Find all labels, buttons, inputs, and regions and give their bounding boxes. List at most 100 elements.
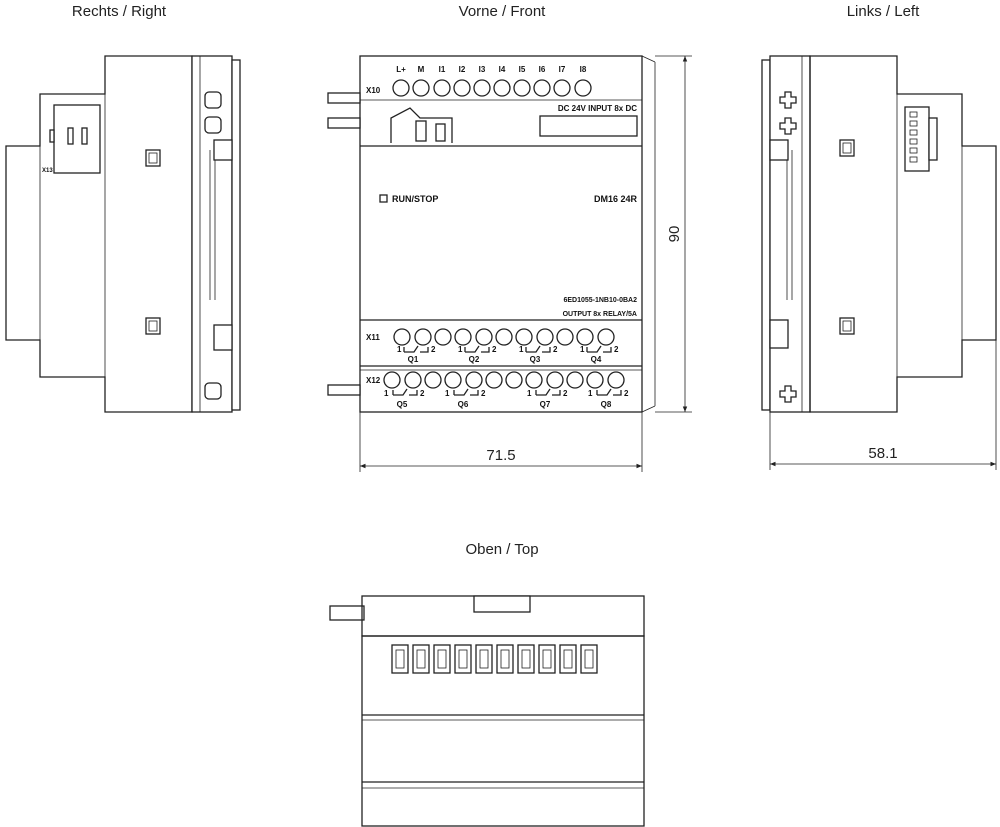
svg-text:1: 1 xyxy=(588,389,593,398)
terminal-screw-icon xyxy=(485,371,503,389)
terminal-label: L+ xyxy=(396,65,406,74)
depth-dimension: 58.1 xyxy=(769,340,997,470)
terminal-screw-icon xyxy=(424,371,442,389)
expansion-port xyxy=(390,107,453,143)
order-number-label: 6ED1055-1NB10-0BA2 xyxy=(563,297,637,304)
left-view-title: Links / Left xyxy=(847,3,920,20)
terminal-screw-icon xyxy=(576,328,594,346)
cross-mount-icon xyxy=(779,117,797,135)
terminal-slot xyxy=(559,644,577,674)
terminal-slot xyxy=(538,644,556,674)
depth-value: 58.1 xyxy=(868,445,897,462)
terminal-screw-icon xyxy=(404,371,422,389)
terminal-screw-icon xyxy=(434,328,452,346)
cross-mount-icon xyxy=(779,91,797,109)
x12-terminal-block xyxy=(383,371,625,389)
terminal-label: I3 xyxy=(479,65,486,74)
top-housing-outline xyxy=(361,635,645,827)
left-side-view: 58.1 xyxy=(761,55,997,470)
terminal-slot xyxy=(475,644,493,674)
terminal-screw-icon xyxy=(465,371,483,389)
terminal-screw-icon xyxy=(566,371,584,389)
terminal-screw-icon xyxy=(392,79,410,97)
terminal-label: I1 xyxy=(439,65,446,74)
label-window xyxy=(539,115,638,137)
terminal-label: I4 xyxy=(499,65,506,74)
svg-text:2: 2 xyxy=(624,389,629,398)
relay-contact-symbols-x11: 1 2 1 2 1 2 1 2 xyxy=(397,345,619,354)
terminal-label: I2 xyxy=(459,65,466,74)
mounting-latch xyxy=(839,317,855,335)
terminal-screw-icon xyxy=(536,328,554,346)
terminal-screw-icon xyxy=(204,116,222,134)
top-view xyxy=(329,595,645,827)
width-dimension: 71.5 xyxy=(359,412,643,472)
top-view-title: Oben / Top xyxy=(465,541,538,558)
width-value: 71.5 xyxy=(486,447,515,464)
svg-text:1: 1 xyxy=(519,345,524,354)
input-spec-label: DC 24V INPUT 8x DC xyxy=(558,104,637,113)
x11-label: X11 xyxy=(366,333,380,342)
svg-text:2: 2 xyxy=(614,345,619,354)
svg-text:2: 2 xyxy=(420,389,425,398)
svg-text:1: 1 xyxy=(580,345,585,354)
terminal-screw-icon xyxy=(505,371,523,389)
terminal-screw-icon xyxy=(473,79,491,97)
expansion-connector xyxy=(53,104,101,174)
terminal-screw-icon xyxy=(546,371,564,389)
terminal-slot xyxy=(454,644,472,674)
output-label-q5: Q5 xyxy=(397,400,408,409)
terminal-screw-icon xyxy=(444,371,462,389)
mounting-latch xyxy=(145,317,161,335)
terminal-screw-icon xyxy=(412,79,430,97)
front-view-title: Vorne / Front xyxy=(459,3,547,20)
cross-mount-icon xyxy=(779,385,797,403)
connector-label: X13 xyxy=(42,168,53,174)
terminal-screw-icon xyxy=(574,79,592,97)
height-value: 90 xyxy=(666,226,683,243)
terminal-screw-icon xyxy=(204,382,222,400)
terminal-label: I6 xyxy=(539,65,546,74)
right-view-title: Rechts / Right xyxy=(72,3,167,20)
svg-text:1: 1 xyxy=(397,345,402,354)
terminal-slot xyxy=(580,644,598,674)
terminal-screw-icon xyxy=(493,79,511,97)
svg-text:1: 1 xyxy=(458,345,463,354)
output-spec-label: OUTPUT 8x RELAY/5A xyxy=(563,311,637,318)
terminal-slot xyxy=(412,644,430,674)
terminal-screw-icon xyxy=(495,328,513,346)
left-terminal-section xyxy=(769,55,811,413)
mounting-latch xyxy=(839,139,855,157)
svg-text:2: 2 xyxy=(481,389,486,398)
svg-text:2: 2 xyxy=(431,345,436,354)
terminal-label: I7 xyxy=(559,65,566,74)
terminal-screw-icon xyxy=(556,328,574,346)
left-housing-outline xyxy=(809,55,997,413)
svg-text:1: 1 xyxy=(527,389,532,398)
output-label-q7: Q7 xyxy=(540,400,551,409)
terminal-screw-icon xyxy=(414,328,432,346)
x11-terminal-block xyxy=(393,328,615,346)
terminal-slot xyxy=(496,644,514,674)
x10-terminal-block: L+ M I1 I2 I3 I4 I5 I6 I7 I8 xyxy=(392,65,592,97)
mounting-pin xyxy=(327,117,361,129)
terminal-slot xyxy=(391,644,409,674)
output-label-q1: Q1 xyxy=(408,355,419,364)
terminal-label: M xyxy=(418,65,425,74)
terminal-screw-icon xyxy=(513,79,531,97)
output-label-q8: Q8 xyxy=(601,400,612,409)
terminal-screw-icon xyxy=(525,371,543,389)
output-label-q2: Q2 xyxy=(469,355,480,364)
right-side-view: X13 xyxy=(5,55,241,413)
output-label-q6: Q6 xyxy=(458,400,469,409)
output-label-q4: Q4 xyxy=(591,355,602,364)
terminal-slot xyxy=(433,644,451,674)
terminal-screw-icon xyxy=(204,91,222,109)
run-stop-led-icon xyxy=(379,194,388,203)
x12-label: X12 xyxy=(366,376,381,385)
terminal-slot xyxy=(517,644,535,674)
terminal-screw-icon xyxy=(393,328,411,346)
run-stop-label: RUN/STOP xyxy=(392,194,438,204)
height-dimension: 90 xyxy=(655,55,692,413)
